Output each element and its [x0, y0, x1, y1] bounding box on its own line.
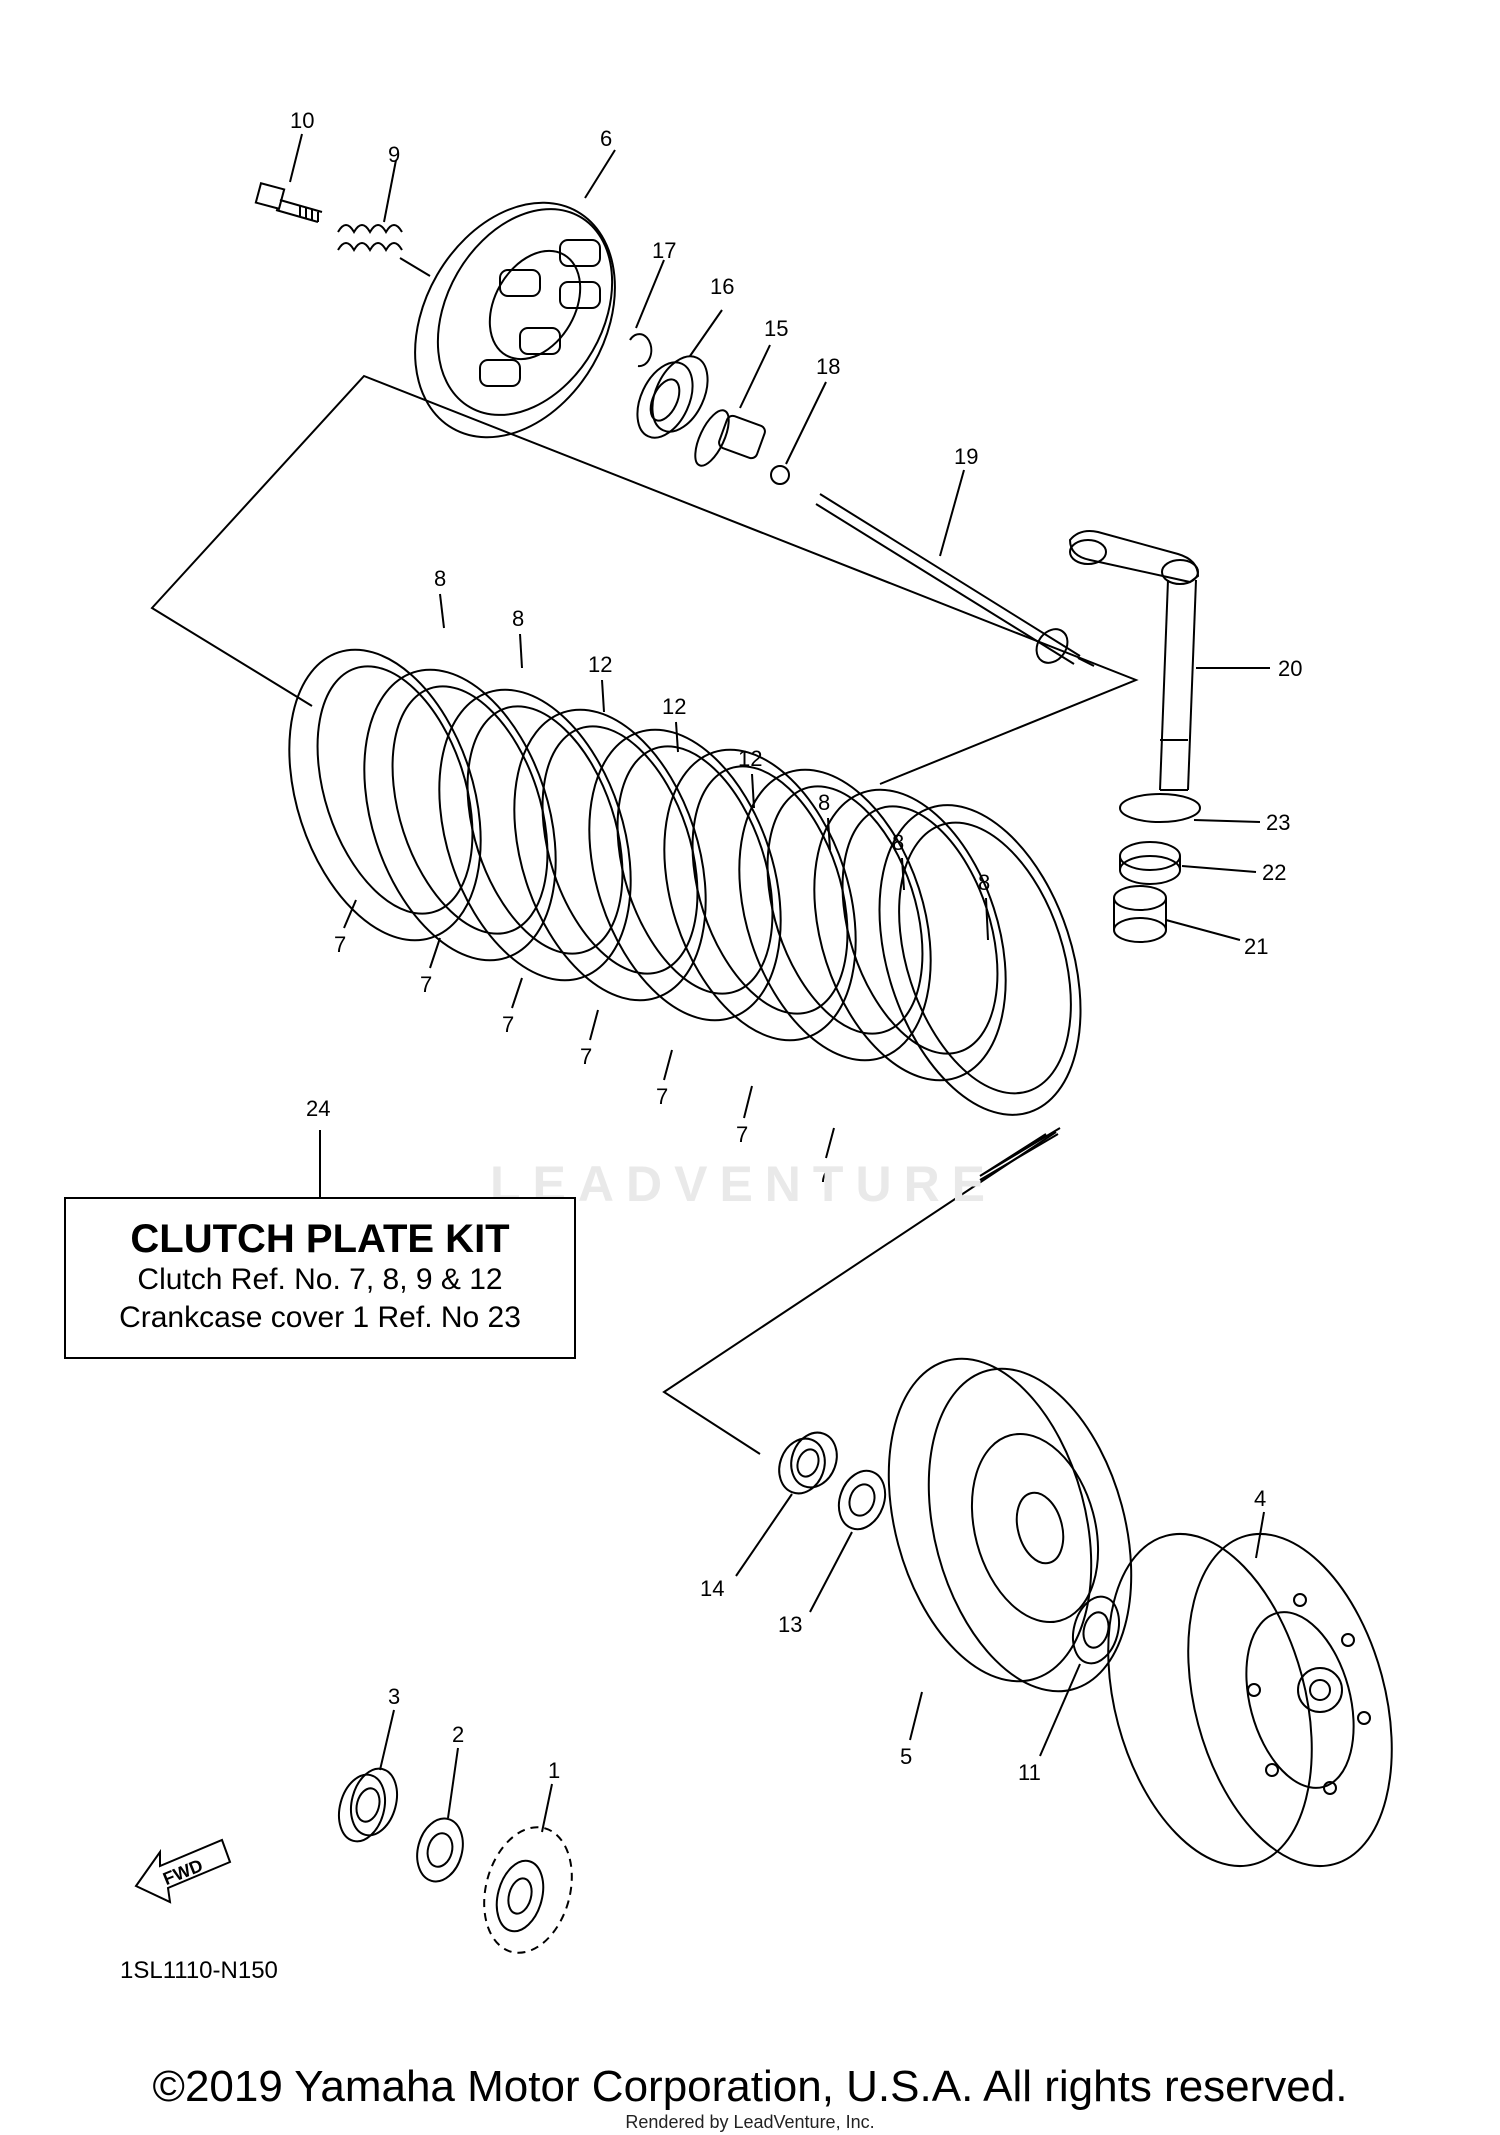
callout-9: 9 — [388, 142, 400, 167]
callout-20: 20 — [1278, 656, 1302, 681]
part-13-washer — [809, 1469, 887, 1613]
part-3-oil-seal — [337, 1709, 399, 1843]
callout-5: 5 — [900, 1744, 912, 1769]
part-9-spring — [337, 159, 431, 277]
part-19-push-rod — [815, 469, 1095, 667]
plate-8 — [813, 788, 1007, 1082]
part-5-clutch-boss — [887, 1357, 1133, 1741]
part-17-circlip — [629, 333, 653, 368]
callout-7e: 7 — [656, 1084, 668, 1109]
callout-7f: 7 — [736, 1122, 748, 1147]
callout-17: 17 — [652, 238, 676, 263]
fwd-label: FWD — [160, 1855, 205, 1889]
callout-8b: 8 — [512, 606, 524, 631]
callout-24: 24 — [306, 1096, 330, 1121]
part-4-clutch-housing — [1107, 1511, 1393, 1868]
callout-8d: 8 — [892, 830, 904, 855]
callout-7a: 7 — [334, 932, 346, 957]
part-22-oil-seal — [1119, 841, 1257, 885]
clutch-plate-kit-box: CLUTCH PLATE KIT Clutch Ref. No. 7, 8, 9… — [64, 1197, 576, 1359]
kit-line-2: Crankcase cover 1 Ref. No 23 — [119, 1301, 521, 1334]
callout-4: 4 — [1254, 1486, 1266, 1511]
callout-8c: 8 — [818, 790, 830, 815]
callout-11: 11 — [1018, 1760, 1041, 1785]
callout-1: 1 — [548, 1758, 560, 1783]
part-15-push-rod-end — [694, 344, 771, 467]
callout-18: 18 — [816, 354, 840, 379]
callout-14: 14 — [700, 1576, 724, 1601]
callout-23: 23 — [1266, 810, 1290, 835]
fwd-arrow-icon — [134, 1838, 232, 1904]
callout-19: 19 — [954, 444, 978, 469]
kit-line-1: Clutch Ref. No. 7, 8, 9 & 12 — [137, 1263, 503, 1296]
plate-9 — [878, 804, 1082, 1116]
part-16-bearing — [636, 309, 723, 439]
part-20-push-lever-shaft — [1068, 530, 1270, 791]
callout-13: 13 — [778, 1612, 802, 1637]
callout-16: 16 — [710, 274, 734, 299]
callout-22: 22 — [1262, 860, 1286, 885]
part-21-bearing — [1113, 885, 1241, 943]
diagram-code: 1SL1110-N150 — [120, 1957, 278, 1984]
callout-7g: 7 — [818, 1162, 830, 1187]
callout-8a: 8 — [434, 566, 446, 591]
part-18-ball — [770, 465, 790, 485]
callout-7c: 7 — [502, 1012, 514, 1037]
callout-12a: 12 — [588, 652, 612, 677]
callout-21: 21 — [1244, 934, 1268, 959]
callout-7d: 7 — [580, 1044, 592, 1069]
part-14-spacer — [735, 1431, 838, 1577]
plate-leaders — [343, 593, 989, 1159]
callout-2: 2 — [452, 1722, 464, 1747]
callout-12c: 12 — [738, 746, 762, 771]
part-10-bolt — [254, 133, 323, 223]
kit-title: CLUTCH PLATE KIT — [130, 1217, 510, 1261]
part-2-washer — [416, 1747, 464, 1883]
part-11-lock-washer — [1039, 1595, 1121, 1757]
part-1-drive-gear — [483, 1783, 573, 1954]
part-6-pressure-plate — [414, 149, 616, 439]
plate-7 — [738, 768, 932, 1062]
callout-15: 15 — [764, 316, 788, 341]
callout-7b: 7 — [420, 972, 432, 997]
copyright-notice: ©2019 Yamaha Motor Corporation, U.S.A. A… — [152, 2062, 1348, 2111]
callout-12b: 12 — [662, 694, 686, 719]
callout-6: 6 — [600, 126, 612, 151]
plate-stack-bracket — [150, 374, 1139, 1455]
part-23-circlip — [1119, 793, 1261, 823]
callout-8e: 8 — [978, 870, 990, 895]
clutch-plate-stack — [288, 648, 1082, 1116]
callout-10: 10 — [290, 108, 314, 133]
callout-3: 3 — [388, 1684, 400, 1709]
rendered-by-notice: Rendered by LeadVenture, Inc. — [625, 2112, 875, 2132]
